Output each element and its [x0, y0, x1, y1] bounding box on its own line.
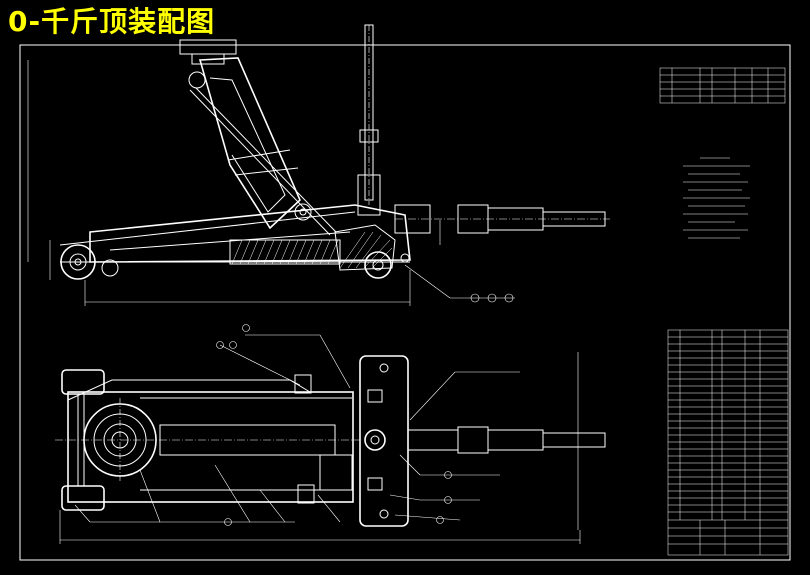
- top-bracket-hole-bottom: [379, 509, 389, 519]
- top-view: [55, 324, 606, 544]
- lifting-arm-rib: [227, 149, 291, 161]
- top-inner-plate: [319, 454, 353, 491]
- hydraulic-cylinder: [229, 239, 341, 265]
- top-inner-slot: [159, 424, 336, 456]
- balloon-top-4: [224, 518, 232, 526]
- arm-pivot: [294, 203, 312, 221]
- bill-of-materials: [667, 329, 789, 556]
- lifting-arm: [198, 57, 301, 230]
- balloon-top-5: [444, 471, 452, 479]
- front-wheel: [60, 244, 96, 280]
- cylinder-hatching: [231, 239, 339, 265]
- top-handle-bracket: [359, 355, 409, 527]
- saddle: [179, 39, 237, 55]
- mid-wheel: [101, 259, 119, 277]
- arm-pivot-inner: [299, 208, 307, 216]
- rear-wheel-hub: [372, 259, 384, 271]
- parts-table-small: [659, 67, 786, 104]
- top-bolt-2: [297, 484, 315, 504]
- front-wheel-hub: [69, 253, 87, 271]
- saddle-pin: [188, 71, 206, 89]
- top-frame-outer: [67, 391, 354, 503]
- top-handle-b: [457, 426, 489, 454]
- balloon-top-7: [436, 516, 444, 524]
- top-pivot: [364, 429, 386, 451]
- side-view: [27, 24, 610, 306]
- top-pin-bottom: [367, 477, 383, 491]
- technical-requirements-block: [683, 157, 750, 239]
- leader-top-right-g: [394, 514, 461, 521]
- top-handle-d: [542, 432, 606, 448]
- handle-sleeve: [359, 129, 379, 143]
- leader-side: [404, 264, 451, 299]
- balloon-top-6: [444, 496, 452, 504]
- bom-row-lines: [668, 336, 788, 521]
- balloon-side-1: [470, 293, 480, 303]
- handle-socket: [357, 174, 381, 216]
- leader-top-left-a: [219, 344, 301, 386]
- top-wheel-front-top: [61, 369, 105, 395]
- balloon-side-2: [487, 293, 497, 303]
- leader-top-bottom-5: [259, 489, 286, 523]
- drawing-border: [19, 44, 791, 561]
- leader-top-right-c: [399, 454, 421, 476]
- balloon-side-3: [504, 293, 514, 303]
- top-axle-left: [77, 393, 85, 487]
- link-rod-2: [195, 87, 337, 233]
- title-block: [668, 520, 788, 555]
- top-pin-top: [367, 389, 383, 403]
- leader-top-bottom-6: [317, 494, 341, 523]
- drawing-title: 0-千斤顶装配图: [8, 5, 216, 38]
- leader-top-left-c: [319, 334, 351, 389]
- pump-block: [334, 224, 396, 271]
- front-wheel-axle: [74, 258, 82, 266]
- leader-top-bottom: [74, 504, 91, 523]
- leader-top-right-a: [409, 371, 456, 421]
- rear-small-wheel: [400, 253, 410, 263]
- leader-top-right-e: [389, 494, 421, 501]
- lifting-arm-rib2: [234, 167, 299, 176]
- link-rod: [189, 89, 331, 236]
- leader-top-bottom-4: [214, 464, 251, 523]
- rear-wheel: [364, 251, 392, 279]
- top-bracket-hole-top: [379, 363, 389, 373]
- lifting-arm-inner: [209, 77, 286, 213]
- frame-body: [89, 204, 411, 263]
- top-pivot-inner: [370, 435, 380, 445]
- balloon-top-2: [229, 341, 237, 349]
- top-handle-a: [407, 429, 459, 451]
- balloon-top-1: [216, 341, 224, 349]
- balloon-top-3: [242, 324, 250, 332]
- frame-top: [59, 211, 356, 246]
- leader-top-bottom-3: [139, 469, 161, 523]
- top-handle-c: [487, 429, 544, 451]
- top-frame-front: [67, 379, 311, 401]
- pump-hatching: [339, 231, 393, 269]
- top-bolt-1: [294, 374, 312, 394]
